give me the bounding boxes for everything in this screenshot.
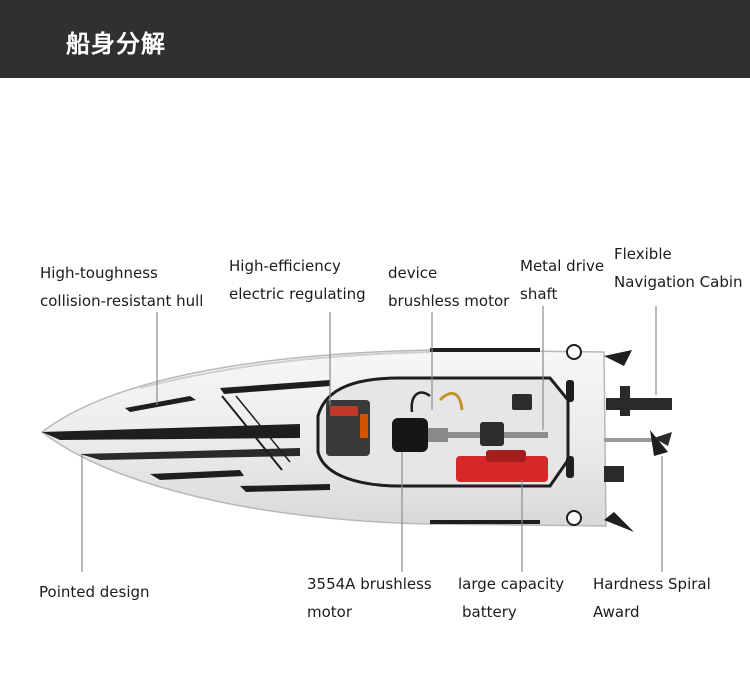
callout-shaft: Metal drive shaft [520,252,604,308]
callout-line: High-toughness [40,259,203,287]
callout-line: large capacity [458,570,564,598]
brushless-motor [392,418,428,452]
callout-line: shaft [520,280,604,308]
callout-line: Award [593,598,711,626]
callout-line: electric regulating [229,280,366,308]
callout-line: Flexible [614,240,743,268]
callout-line: Hardness Spiral [593,570,711,598]
callout-cabin: Flexible Navigation Cabin [614,240,743,296]
callout-line: collision-resistant hull [40,287,203,315]
rudder-assembly [606,398,672,410]
callout-line: Pointed design [39,578,150,606]
callout-battery: large capacity battery [458,570,564,626]
callout-line: device [388,259,509,287]
callout-motor-3554: 3554A brushless motor [307,570,432,626]
callout-line: High-efficiency [229,252,366,280]
callout-line: motor [307,598,432,626]
callout-pointed: Pointed design [39,578,150,606]
callout-motor-device: device brushless motor [388,259,509,315]
callout-hull: High-toughness collision-resistant hull [40,259,203,315]
callout-line: brushless motor [388,287,509,315]
callout-propeller: Hardness Spiral Award [593,570,711,626]
callout-esc: High-efficiency electric regulating [229,252,366,308]
callout-line: battery [458,598,564,626]
callout-line: 3554A brushless [307,570,432,598]
callout-line: Navigation Cabin [614,268,743,296]
callout-line: Metal drive [520,252,604,280]
